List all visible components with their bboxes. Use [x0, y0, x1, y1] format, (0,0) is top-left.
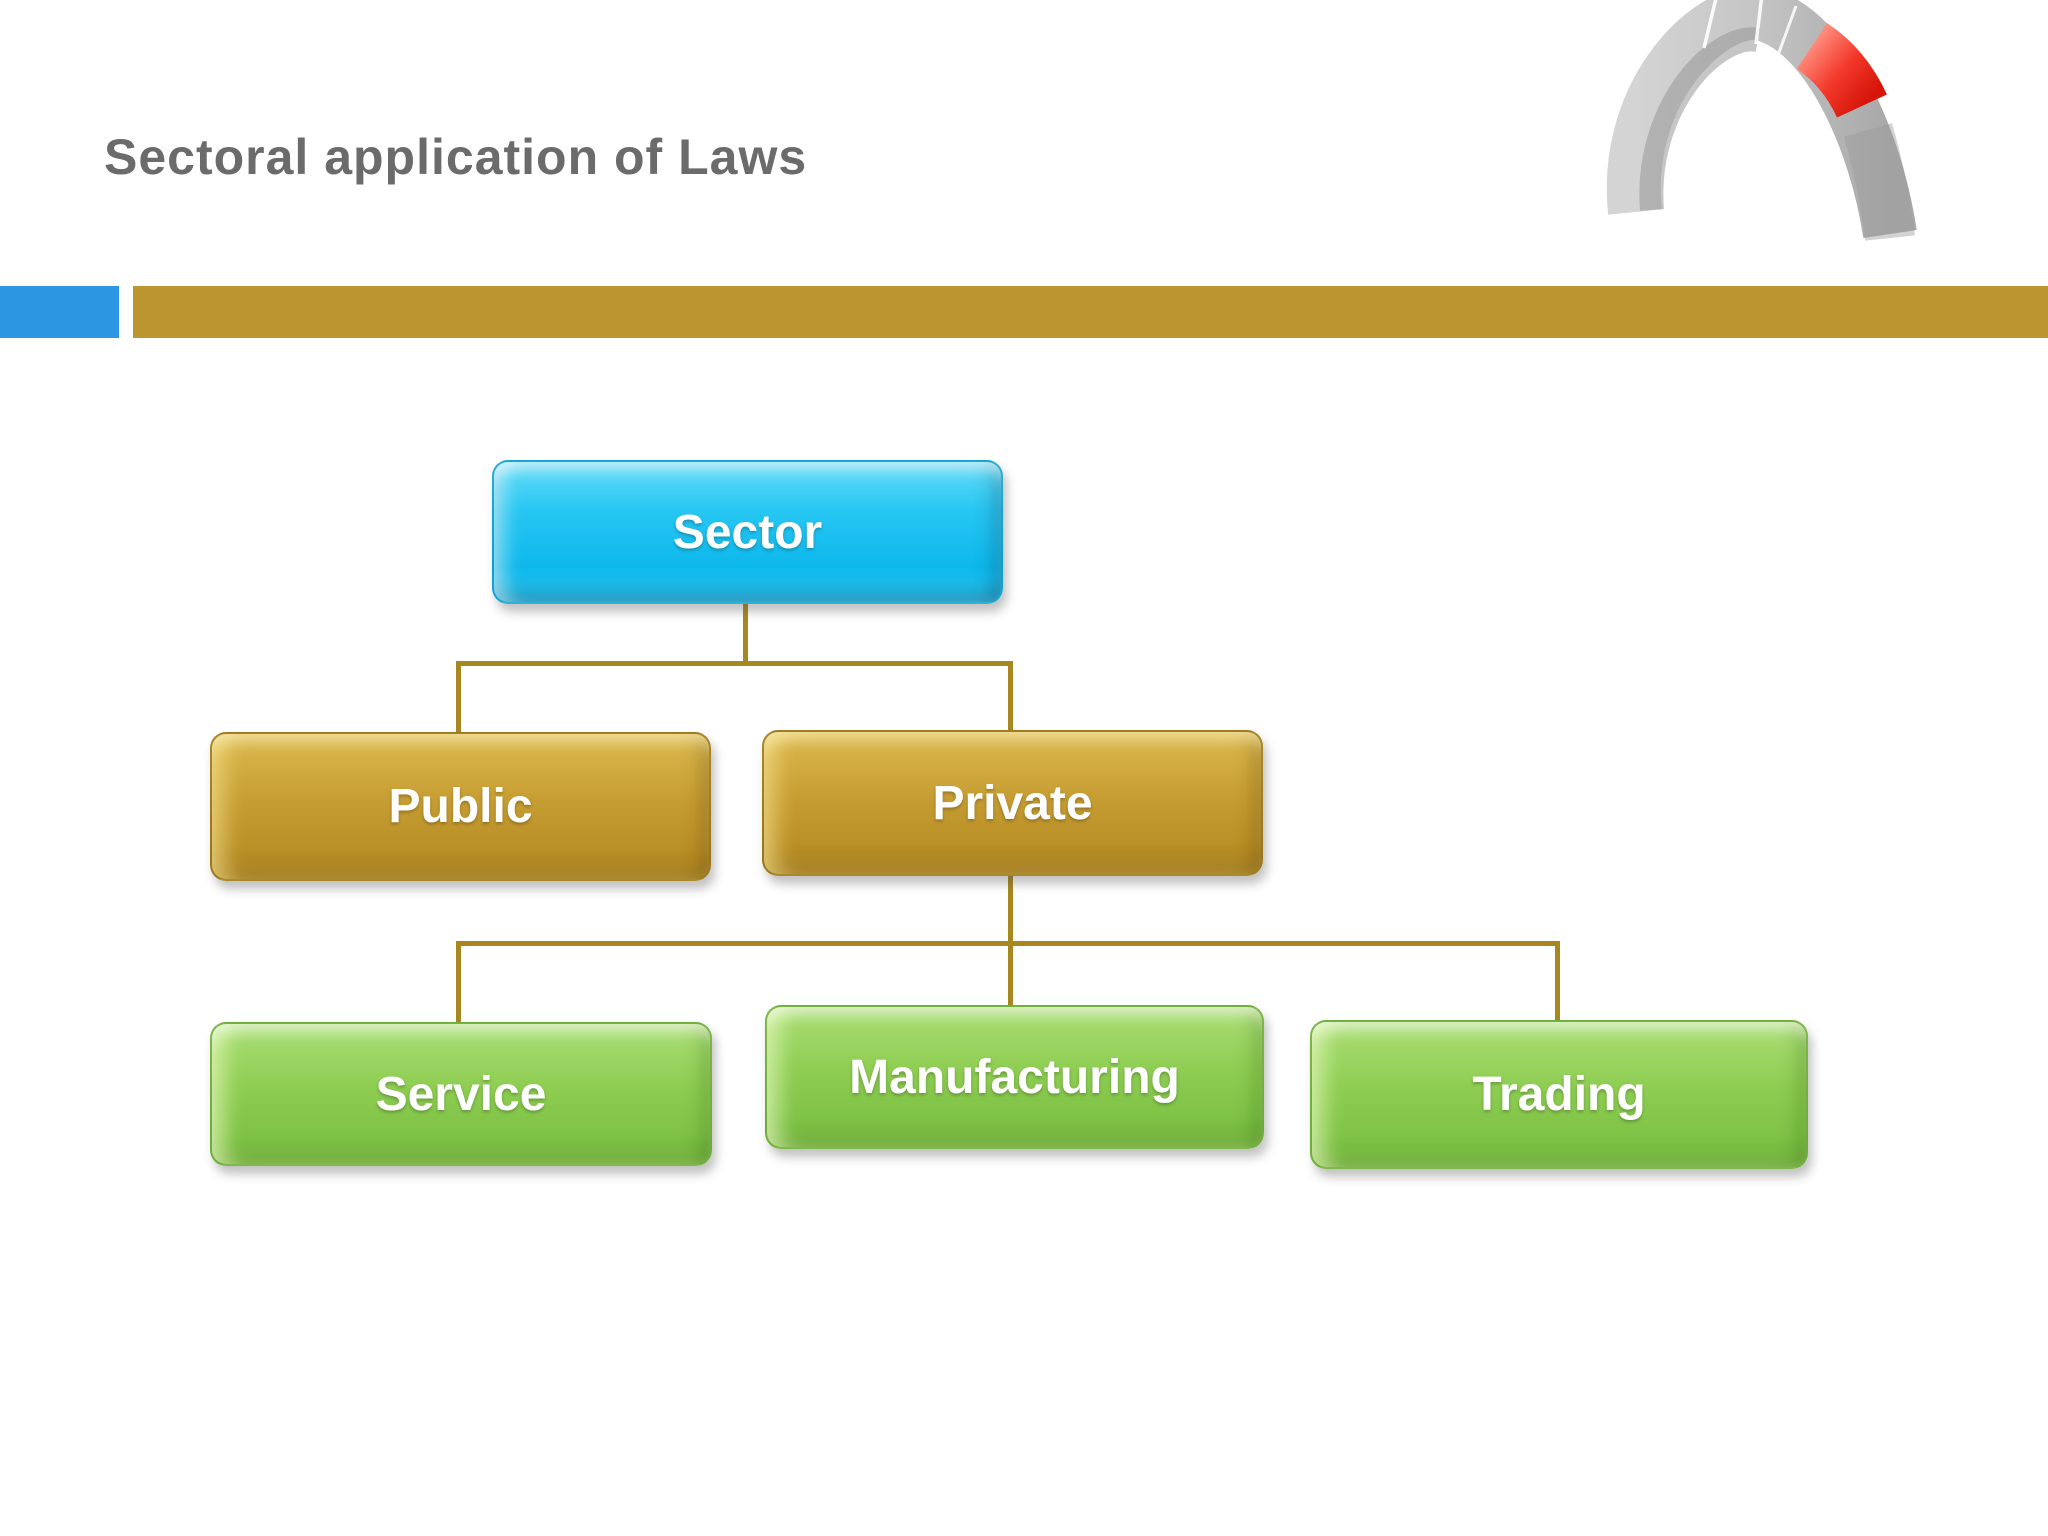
arch-logo-icon	[1606, 0, 1917, 241]
connector-to-trading	[1555, 943, 1560, 1025]
node-private: Private	[762, 730, 1263, 876]
connector-to-service	[456, 943, 461, 1027]
connector-private-stem	[1008, 870, 1013, 944]
node-private-label: Private	[932, 776, 1093, 830]
connector-to-public	[456, 663, 461, 737]
connector-to-manufacturing	[1008, 943, 1013, 1010]
node-trading: Trading	[1310, 1020, 1808, 1169]
connector-level2-rail	[456, 661, 1013, 666]
node-trading-label: Trading	[1472, 1068, 1646, 1121]
node-manufacturing-label: Manufacturing	[849, 1050, 1180, 1104]
node-service: Service	[210, 1022, 712, 1166]
connector-to-private	[1008, 663, 1013, 735]
accent-bar-gold	[133, 286, 2048, 338]
node-sector: Sector	[492, 460, 1003, 604]
slide-title: Sectoral application of Laws	[104, 129, 808, 185]
node-manufacturing: Manufacturing	[765, 1005, 1264, 1149]
accent-bar-blue	[0, 286, 119, 338]
connector-sector-stem	[743, 598, 748, 666]
node-sector-label: Sector	[672, 505, 823, 559]
node-service-label: Service	[375, 1067, 547, 1121]
node-public: Public	[210, 732, 711, 881]
node-public-label: Public	[388, 780, 533, 833]
